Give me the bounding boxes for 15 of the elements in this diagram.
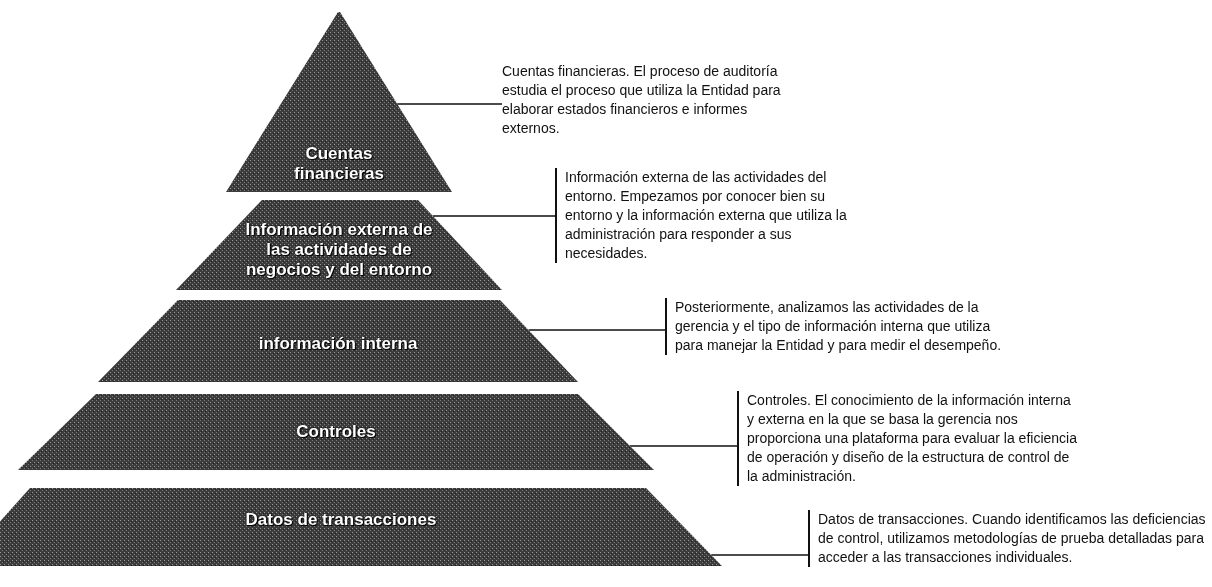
tier-label: Controles <box>295 422 377 442</box>
leader-line <box>710 554 809 556</box>
description-text: Datos de transacciones. Cuando identificamos las deficiencias de control, utilizamos metodologías de prueba detalladas para acceder a las transacciones individuales. <box>818 510 1207 567</box>
tier-label: información interna <box>257 334 419 354</box>
tier-label: Información externa de las actividades de negocios y del entorno <box>244 220 434 280</box>
description-text: Controles. El conocimiento de la información interna y externa en la que se basa la gerencia nos proporciona una plataforma para evaluar la eficiencia de operación y diseño de la estructura de control de la administración. <box>747 391 1077 486</box>
description-text: Información externa de las actividades del entorno. Empezamos por conocer bien su entorno y la información externa que utiliza la administración para responder a sus necesidades. <box>565 168 848 263</box>
tier-label: Cuentas financieras <box>293 144 385 184</box>
leader-line <box>527 329 666 331</box>
leader-line <box>432 215 556 217</box>
description-text: Cuentas financieras. El proceso de auditoría estudia el proceso que utiliza la Entidad para elaborar estados financieros e informes externos. <box>502 62 782 138</box>
leader-line <box>396 103 503 105</box>
description-text: Posteriormente, analizamos las actividades de la gerencia y el tipo de información interna que utiliza para manejar la Entidad y para medir el desempeño. <box>675 298 1003 355</box>
tier-label: Datos de transacciones <box>244 510 438 530</box>
leader-line <box>629 445 738 447</box>
